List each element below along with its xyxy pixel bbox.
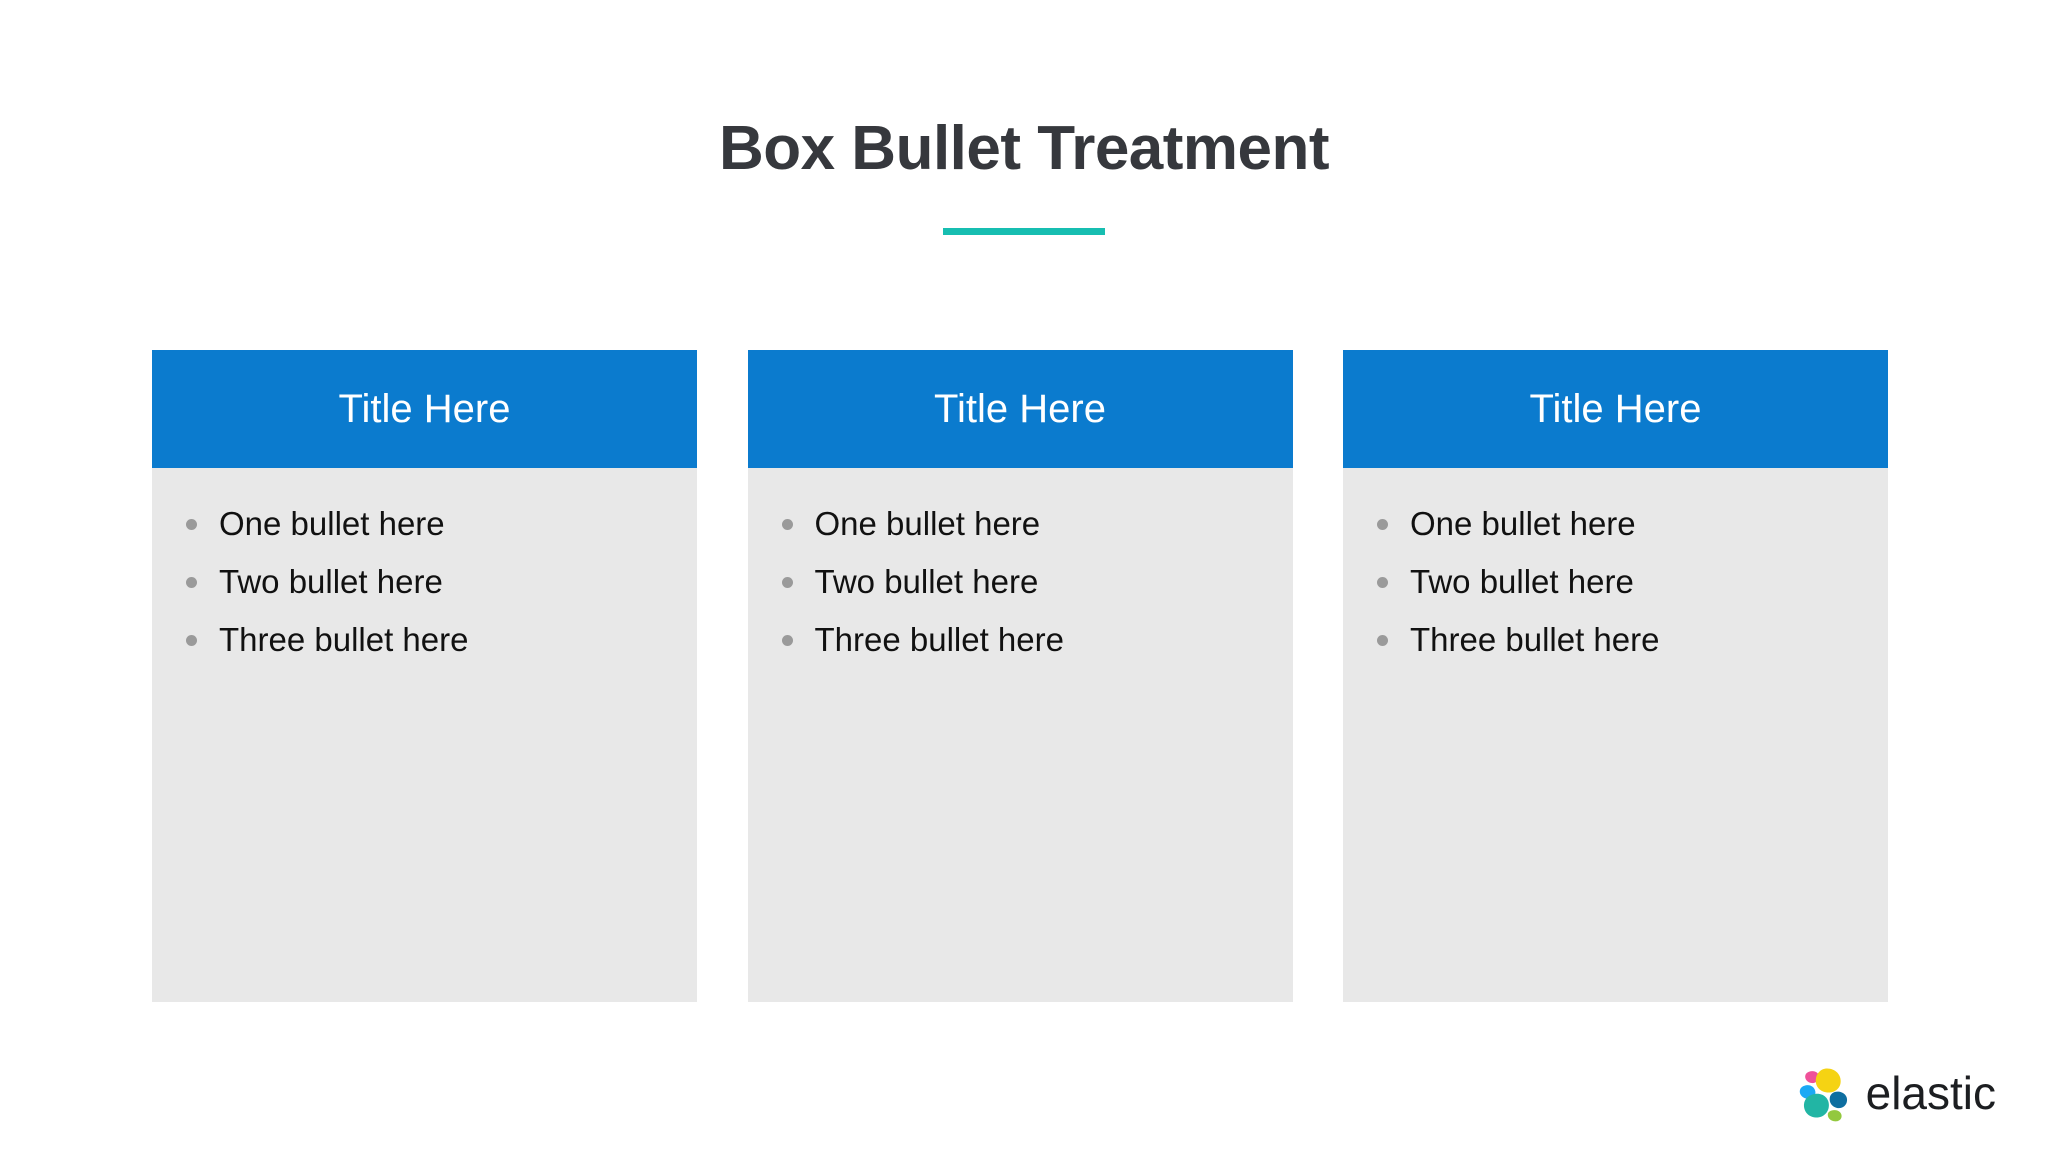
box-column-3-body: One bullet here Two bullet here Three bu…	[1343, 468, 1888, 1002]
list-item-label: One bullet here	[1410, 505, 1636, 542]
box-column-2-body: One bullet here Two bullet here Three bu…	[747, 468, 1293, 1002]
box-column-2: Title Here One bullet here Two bullet he…	[747, 350, 1293, 1002]
list-item: Three bullet here	[781, 620, 1263, 659]
box-column-1-body: One bullet here Two bullet here Three bu…	[152, 468, 697, 1002]
list-item-label: One bullet here	[219, 505, 445, 542]
list-item-label: Three bullet here	[1410, 620, 1660, 658]
box-column-3-header-label: Title Here	[1529, 387, 1702, 431]
box-column-2-header: Title Here	[747, 350, 1293, 468]
list-item: One bullet here	[1377, 505, 1858, 543]
box-column-1-bullet-list: One bullet here Two bullet here Three bu…	[186, 505, 667, 659]
bullet-dot-icon	[186, 576, 197, 588]
brand-wordmark: elastic	[1865, 1067, 1996, 1119]
list-item-label: Three bullet here	[814, 620, 1064, 658]
list-item: Three bullet here	[1377, 620, 1858, 659]
bullet-dot-icon	[186, 634, 197, 646]
page-title: Box Bullet Treatment	[718, 114, 1330, 183]
bullet-dot-icon	[781, 576, 793, 588]
list-item: One bullet here	[781, 505, 1263, 543]
bullet-dot-icon	[781, 634, 793, 646]
box-bullet-columns: Title Here One bullet here Two bullet he…	[152, 350, 1888, 1002]
list-item: Two bullet here	[186, 562, 667, 601]
title-block: Box Bullet Treatment	[0, 118, 2048, 235]
box-column-2-bullet-list: One bullet here Two bullet here Three bu…	[781, 505, 1263, 659]
title-accent-rule	[943, 228, 1105, 235]
box-column-3: Title Here One bullet here Two bullet he…	[1343, 350, 1888, 1002]
list-item-label: Two bullet here	[814, 562, 1039, 600]
box-column-3-header: Title Here	[1343, 350, 1888, 468]
list-item-label: One bullet here	[814, 505, 1041, 542]
list-item-label: Three bullet here	[219, 620, 469, 658]
bullet-dot-icon	[1377, 576, 1388, 588]
bullet-dot-icon	[1377, 519, 1388, 530]
box-column-1-header: Title Here	[152, 350, 697, 468]
list-item-label: Two bullet here	[219, 562, 443, 600]
box-column-2-header-label: Title Here	[934, 387, 1106, 431]
bullet-dot-icon	[1377, 634, 1388, 646]
list-item: One bullet here	[186, 505, 667, 543]
box-column-1-header-label: Title Here	[338, 387, 511, 431]
bullet-dot-icon	[781, 519, 793, 530]
brand-logo: elastic	[1794, 1062, 1996, 1124]
list-item: Two bullet here	[781, 562, 1263, 601]
box-column-3-bullet-list: One bullet here Two bullet here Three bu…	[1377, 505, 1858, 659]
elastic-logo-icon	[1799, 1068, 1847, 1122]
list-item-label: Two bullet here	[1410, 562, 1634, 600]
list-item: Two bullet here	[1377, 562, 1858, 601]
bullet-dot-icon	[186, 519, 197, 530]
list-item: Three bullet here	[186, 620, 667, 659]
box-column-1: Title Here One bullet here Two bullet he…	[152, 350, 697, 1002]
